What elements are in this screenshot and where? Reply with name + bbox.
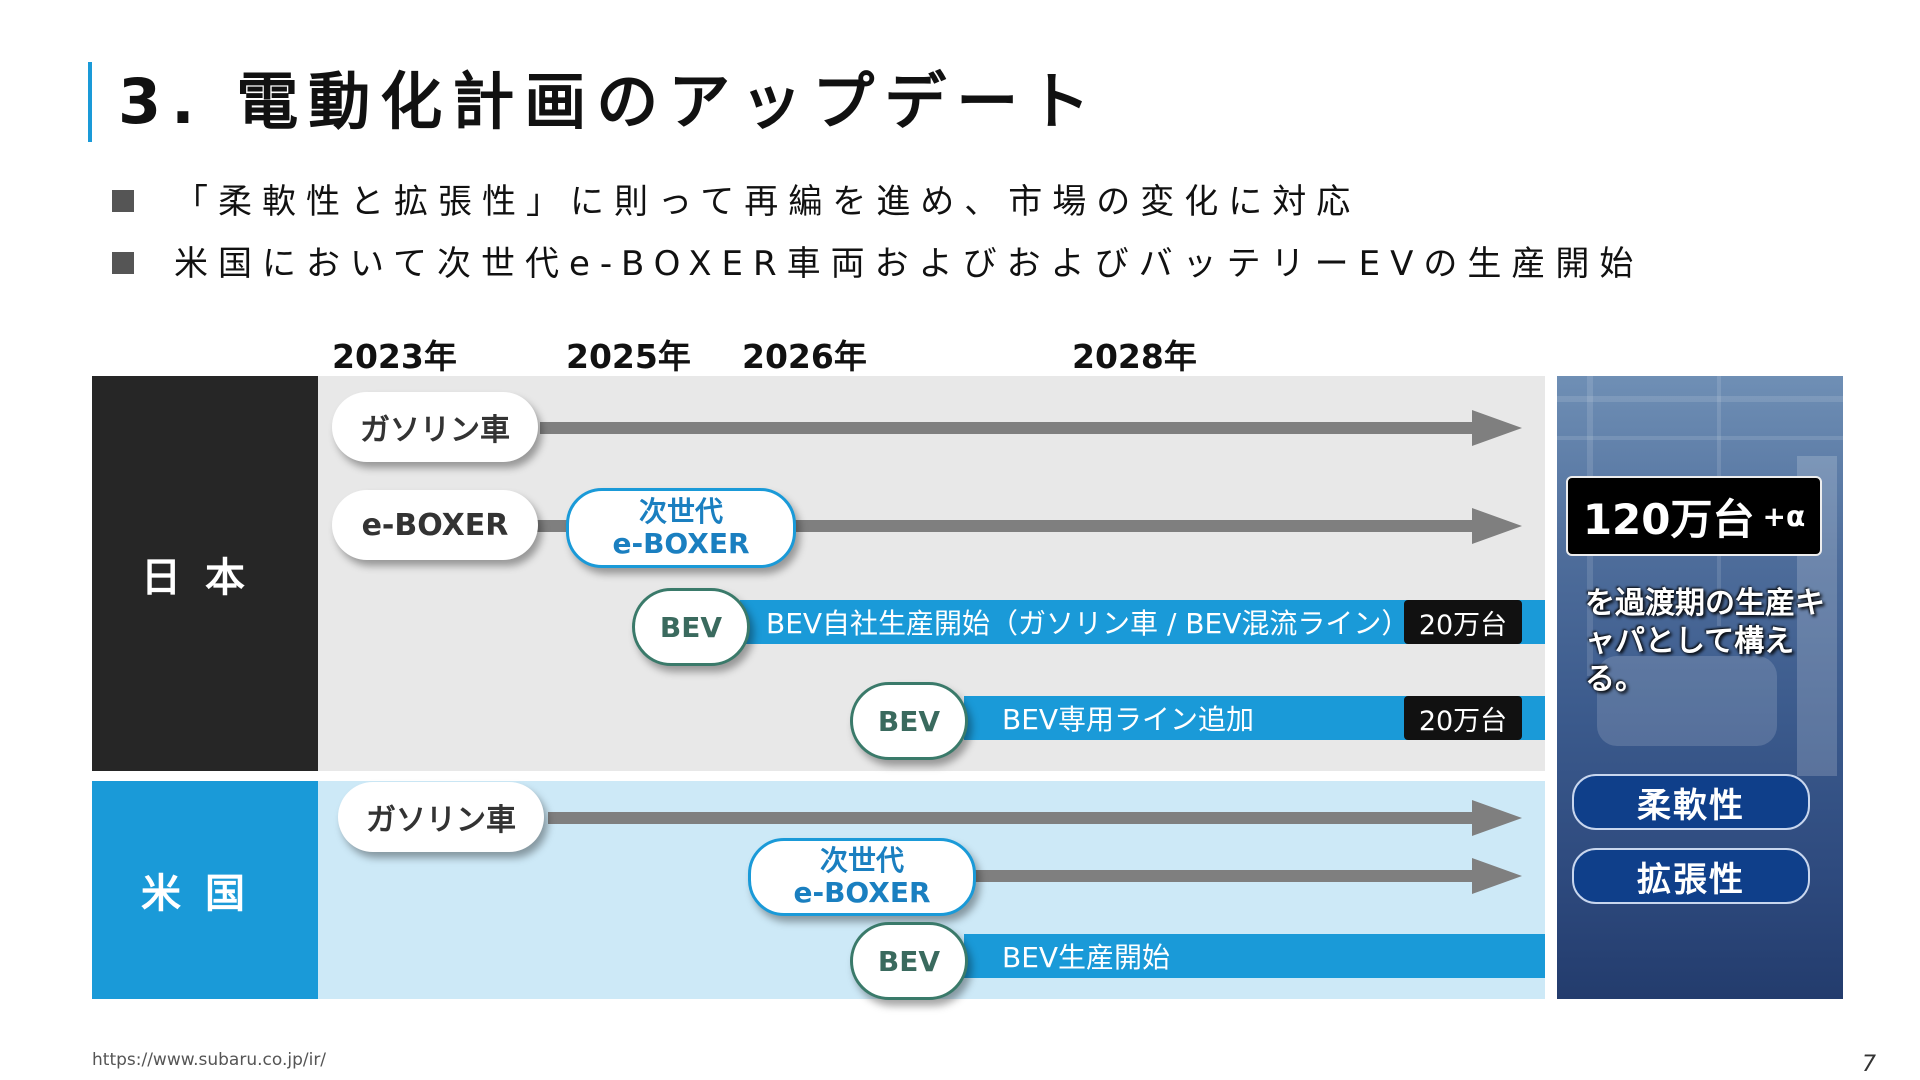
japan-eboxer-pill: e-BOXER bbox=[332, 490, 538, 560]
usa-gasoline-pill: ガソリン車 bbox=[338, 782, 544, 852]
usa-bev-text: BEV生産開始 bbox=[1002, 941, 1171, 974]
usa-bev-bar: BEV生産開始 bbox=[964, 934, 1545, 978]
year-label: 2025年 bbox=[566, 337, 691, 376]
bullet-item: 米国において次世代e-BOXER車両およびおよびバッテリーEVの生産開始 bbox=[112, 244, 1643, 284]
japan-next-eboxer-pill: 次世代 e-BOXER bbox=[566, 488, 796, 568]
usa-gasoline-arrow-shaft bbox=[548, 812, 1476, 824]
japan-bev-pill: BEV bbox=[850, 682, 968, 760]
bullet-square-icon bbox=[112, 251, 134, 274]
bullet-text: 「柔軟性と拡張性」に則って再編を進め、市場の変化に対応 bbox=[174, 182, 1361, 222]
usa-eboxer-arrow-shaft bbox=[960, 870, 1476, 882]
arrow-head-icon bbox=[1472, 858, 1522, 894]
title-accent-bar bbox=[88, 62, 92, 142]
japan-gasoline-pill: ガソリン車 bbox=[332, 392, 538, 462]
arrow-head-icon bbox=[1472, 508, 1522, 544]
year-label: 2023年 bbox=[332, 337, 457, 376]
flexibility-tag: 柔軟性 bbox=[1572, 774, 1810, 830]
capacity-badge: 20万台 bbox=[1404, 600, 1522, 644]
year-label: 2028年 bbox=[1072, 337, 1197, 376]
arrow-head-icon bbox=[1472, 800, 1522, 836]
pill-line: 次世代 bbox=[638, 495, 723, 528]
arrow-head-icon bbox=[1472, 410, 1522, 446]
bullet-square-icon bbox=[112, 189, 134, 212]
bev-mixed-line-text: BEV自社生産開始（ガソリン車 / BEV混流ライン） bbox=[766, 607, 1410, 640]
footer-url[interactable]: https://www.subaru.co.jp/ir/ bbox=[92, 1050, 327, 1070]
capacity-badge: 20万台 bbox=[1404, 696, 1522, 740]
bullet-item: 「柔軟性と拡張性」に則って再編を進め、市場の変化に対応 bbox=[112, 182, 1360, 222]
year-label: 2026年 bbox=[742, 337, 867, 376]
gasoline-arrow-shaft bbox=[540, 422, 1476, 434]
usa-label: 米国 bbox=[92, 781, 318, 999]
japan-bev-pill: BEV bbox=[632, 588, 750, 666]
japan-label: 日本 bbox=[92, 376, 318, 771]
usa-bev-pill: BEV bbox=[850, 922, 968, 1000]
usa-next-eboxer-pill: 次世代 e-BOXER bbox=[748, 838, 976, 916]
eboxer-arrow-shaft bbox=[780, 520, 1476, 532]
capacity-total: 120万台 bbox=[1582, 494, 1755, 544]
page-title: 3. 電動化計画のアップデート bbox=[118, 65, 1101, 138]
capacity-plus: +α bbox=[1762, 499, 1806, 533]
capacity-total-box: 120万台 +α bbox=[1566, 476, 1822, 556]
pill-line: e-BOXER bbox=[612, 527, 750, 560]
bev-dedicated-line-text: BEV専用ライン追加 bbox=[1002, 703, 1255, 736]
page-number: 7 bbox=[1862, 1052, 1876, 1077]
bullet-text: 米国において次世代e-BOXER車両およびおよびバッテリーEVの生産開始 bbox=[174, 244, 1644, 284]
pill-line: 次世代 bbox=[819, 844, 904, 877]
capacity-note: を過渡期の生産キャパとして構える。 bbox=[1585, 586, 1825, 697]
pill-line: e-BOXER bbox=[793, 876, 931, 909]
scalability-tag: 拡張性 bbox=[1572, 848, 1810, 904]
